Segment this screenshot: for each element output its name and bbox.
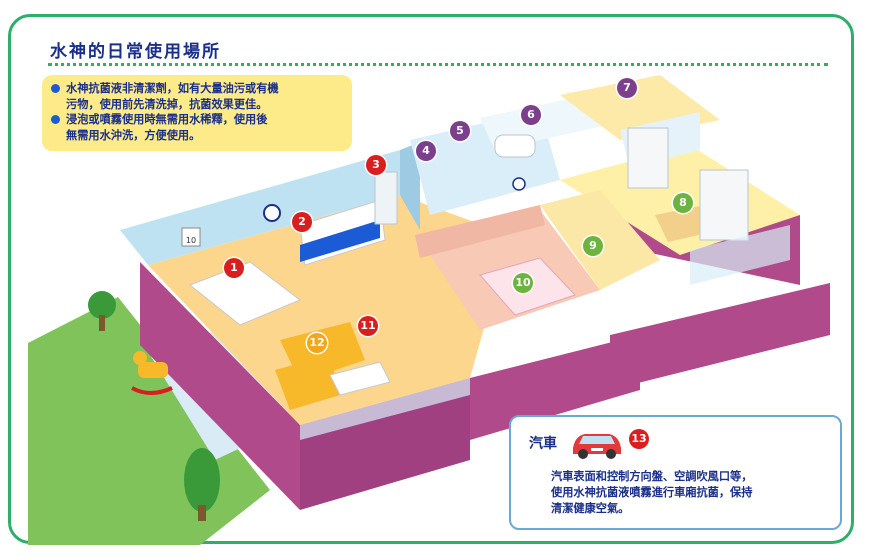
wall-clock-icon [263, 204, 281, 222]
page-title: 水神的日常使用場所 [50, 42, 221, 62]
outer-wall-mid [470, 335, 640, 440]
location-marker-11: 11 [358, 316, 378, 336]
balcony-wall [610, 283, 830, 390]
location-marker-3: 3 [366, 155, 386, 175]
glass-rail [300, 378, 470, 440]
car-usage-box: 汽車 13 汽車表面和控制方向盤、空調吹風口等， 使用水神抗菌液噴霧進行車廂抗菌… [509, 415, 842, 530]
location-marker-8: 8 [673, 193, 693, 213]
back-wall-edge [400, 142, 420, 230]
bathtub [494, 134, 536, 158]
wall-clock-icon-2 [512, 177, 526, 191]
location-marker-6: 6 [521, 105, 541, 125]
kitchen-cabinet [300, 220, 380, 262]
location-marker-10: 10 [513, 273, 533, 293]
bullet-icon [51, 115, 60, 124]
rocking-horse-icon [131, 386, 173, 395]
note-line-3: 浸泡或噴霧使用時無需用水稀釋，使用後 [50, 112, 344, 128]
location-marker-4: 4 [416, 141, 436, 161]
refrigerator [374, 171, 398, 225]
tree-icon [88, 291, 116, 319]
location-marker-9: 9 [583, 236, 603, 256]
location-marker-7: 7 [617, 78, 637, 98]
location-marker-13: 13 [629, 429, 649, 449]
note-line-1: 水神抗菌液非清潔劑，如有大量油污或有機 [50, 81, 344, 97]
calendar-icon [181, 227, 201, 247]
wardrobe [627, 127, 669, 189]
calendar-date: 10 [186, 236, 196, 245]
bookshelf [699, 169, 749, 241]
bullet-icon [51, 84, 60, 93]
car-usage-text: 汽車表面和控制方向盤、空調吹風口等， 使用水神抗菌液噴霧進行車廂抗菌，保持 清潔… [551, 470, 753, 515]
title-divider [48, 63, 828, 66]
note-line-4: 無需用水沖洗，方便使用。 [66, 128, 201, 142]
usage-note-box: 水神抗菌液非清潔劑，如有大量油污或有機 污物，使用前先清洗掉，抗菌效果更佳。 浸… [42, 75, 352, 151]
car-icon [573, 434, 621, 459]
armchair [275, 355, 340, 410]
glass-rail-2 [690, 225, 790, 285]
outer-wall-front [300, 378, 470, 510]
location-marker-5: 5 [450, 121, 470, 141]
coffee-table [329, 361, 391, 396]
outer-wall-left [140, 262, 300, 510]
location-marker-2: 2 [292, 212, 312, 232]
location-marker-1: 1 [224, 258, 244, 278]
tree-icon-2 [184, 448, 220, 512]
location-marker-12: 12 [307, 333, 327, 353]
bedroom-wall-2 [415, 205, 545, 258]
note-line-2: 污物，使用前先清洗掉，抗菌效果更佳。 [66, 97, 268, 111]
car-label: 汽車 [529, 436, 557, 452]
